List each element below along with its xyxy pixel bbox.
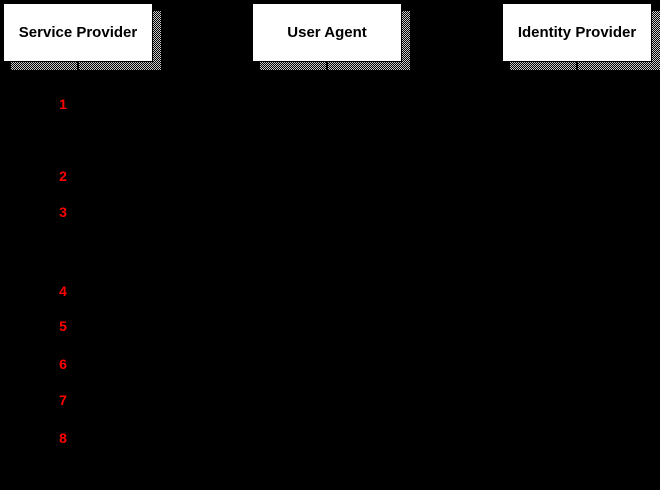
actor-identity-provider: Identity Provider xyxy=(502,3,660,70)
step-number-5: 5 xyxy=(59,318,67,334)
lifeline-tick xyxy=(326,62,328,70)
actor-service-provider: Service Provider xyxy=(3,3,161,70)
step-number-7: 7 xyxy=(59,392,67,408)
step-number-4: 4 xyxy=(59,283,67,299)
step-number-3: 3 xyxy=(59,204,67,220)
step-number-6: 6 xyxy=(59,356,67,372)
actor-box: Service Provider xyxy=(3,3,153,62)
actor-box: User Agent xyxy=(252,3,402,62)
step-number-2: 2 xyxy=(59,168,67,184)
lifeline-tick xyxy=(77,62,79,70)
actor-label: User Agent xyxy=(287,24,367,41)
actor-box: Identity Provider xyxy=(502,3,652,62)
actor-user-agent: User Agent xyxy=(252,3,410,70)
actor-label: Service Provider xyxy=(18,24,138,41)
actor-label: Identity Provider xyxy=(517,24,637,41)
step-number-1: 1 xyxy=(59,96,67,112)
step-number-8: 8 xyxy=(59,430,67,446)
lifeline-tick xyxy=(576,62,578,70)
